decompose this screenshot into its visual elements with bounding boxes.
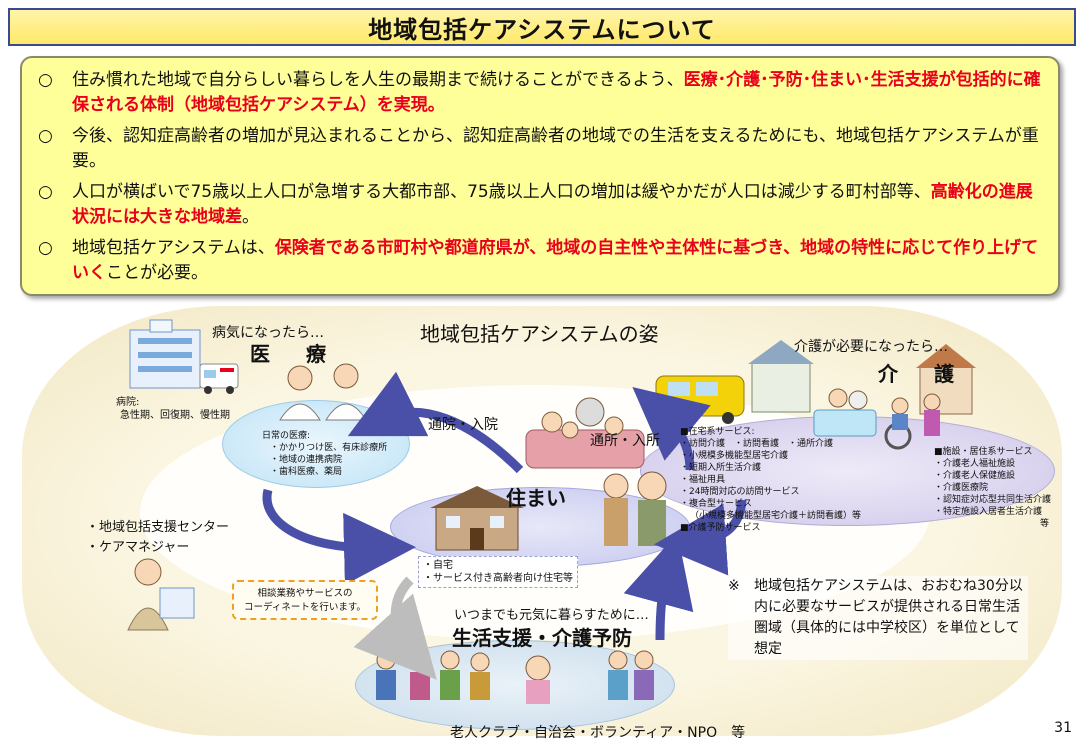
summary-emphasis: 保険者である市町村や都道府県が、地域の自主性や主体性に基づき、地域の特性に応じて… <box>72 238 1039 283</box>
life-support-heading: 生活支援・介護予防 <box>452 626 632 650</box>
community-organizations: 老人クラブ・自治会・ボランティア・NPO 等 <box>450 725 746 741</box>
facility-visit-label: 通所・入所 <box>590 433 660 449</box>
bathing-care-icon <box>813 388 877 437</box>
arrow-medical-to-home <box>262 488 416 585</box>
bullet-marker: ○ <box>38 182 53 202</box>
summary-box: ○ 住み慣れた地域で自分らしい暮らしを人生の最期まで続けることができるよう、医療… <box>20 56 1060 296</box>
home-heading: 住まい <box>506 486 566 510</box>
summary-text: 。 <box>242 207 259 227</box>
bullet-marker: ○ <box>38 126 53 146</box>
life-support-lead: いつまでも元気に暮らすために… <box>454 608 649 623</box>
summary-text: 人口が横ばいで75歳以上人口が急増する大都市部、75歳以上人口の増加は緩やかだが… <box>72 182 931 202</box>
summary-text: 住み慣れた地域で自分らしい暮らしを人生の最期まで続けることができるよう、 <box>72 70 684 90</box>
support-roles: ・地域包括支援センター ・ケアマネジャー <box>86 520 230 555</box>
bullet-marker: ○ <box>38 70 53 90</box>
summary-item: ○ 地域包括ケアシステムは、保険者である市町村や都道府県が、地域の自主性や主体性… <box>38 236 1042 286</box>
page-number: 31 <box>1054 720 1072 736</box>
elderly-couple-icon <box>603 471 667 546</box>
catchment-note: ※ 地域包括ケアシステムは、おおむね30分以内に必要なサービスが提供される日常生… <box>728 576 1028 660</box>
arrow-home-to-care <box>632 386 711 471</box>
hospital-visit-label: 通院・入院 <box>428 417 498 433</box>
care-manager-icon <box>127 558 195 631</box>
facility-services-list: ■施設・居住系サービス ・介護老人福祉施設 ・介護老人保健施設 ・介護医療院 ・… <box>934 447 1052 529</box>
page-title: 地域包括ケアシステムについて <box>8 8 1076 46</box>
summary-text: 地域包括ケアシステムは、 <box>72 238 275 258</box>
hospital-label: 病院: 急性期、回復期、慢性期 <box>116 397 230 421</box>
ambulance-icon <box>199 363 239 394</box>
summary-item: ○ 今後、認知症高齢者の増加が見込まれることから、認知症高齢者の地域での生活を支… <box>38 124 1042 174</box>
summary-emphasis: 医療･介護･予防･住まい･生活支援が包括的に確保される体制（地域包括ケアシステム… <box>72 70 1041 115</box>
summary-item: ○ 住み慣れた地域で自分らしい暮らしを人生の最期まで続けることができるよう、医療… <box>38 68 1042 118</box>
care-heading: 介 護 <box>878 362 962 386</box>
coordination-callout: 相談業務やサービスの コーディネートを行います。 <box>232 580 378 620</box>
family-icon <box>525 397 645 469</box>
medical-heading: 医 療 <box>250 342 334 366</box>
community-group-icon <box>376 650 654 704</box>
hospital-icon <box>129 319 201 389</box>
house-icon <box>430 486 524 551</box>
arrow-home-to-medical <box>347 371 524 474</box>
medical-lead: 病気になったら… <box>212 325 324 341</box>
doctor-icon <box>279 363 367 421</box>
arrow-life-to-home <box>623 533 694 641</box>
arrow-care-to-home <box>654 499 747 576</box>
summary-text: 今後、認知症高齢者の増加が見込まれることから、認知症高齢者の地域での生活を支える… <box>72 126 1039 171</box>
home-services-list: ■在宅系サービス: ・訪問介護 ・訪問看護 ・通所介護 ・小規模多機能型居宅介護… <box>680 427 862 533</box>
care-lead: 介護が必要になったら… <box>794 339 948 355</box>
wheelchair-icon <box>884 393 941 450</box>
diagram-title: 地域包括ケアシステムの姿 <box>420 322 659 346</box>
summary-emphasis: 高齢化の進展状況には大きな地域差 <box>72 182 1033 227</box>
arrow-home-to-life <box>353 576 437 680</box>
summary-text: ことが必要。 <box>106 263 208 283</box>
summary-item: ○ 人口が横ばいで75歳以上人口が急増する大都市部、75歳以上人口の増加は緩やか… <box>38 180 1042 230</box>
daily-care-list: 日常の医療: ・かかりつけ医、有床診療所 ・地域の連携病院 ・歯科医療、薬局 <box>262 431 388 477</box>
home-types-list: ・自宅 ・サービス付き高齢者向け住宅等 <box>418 556 578 588</box>
bullet-marker: ○ <box>38 238 53 258</box>
